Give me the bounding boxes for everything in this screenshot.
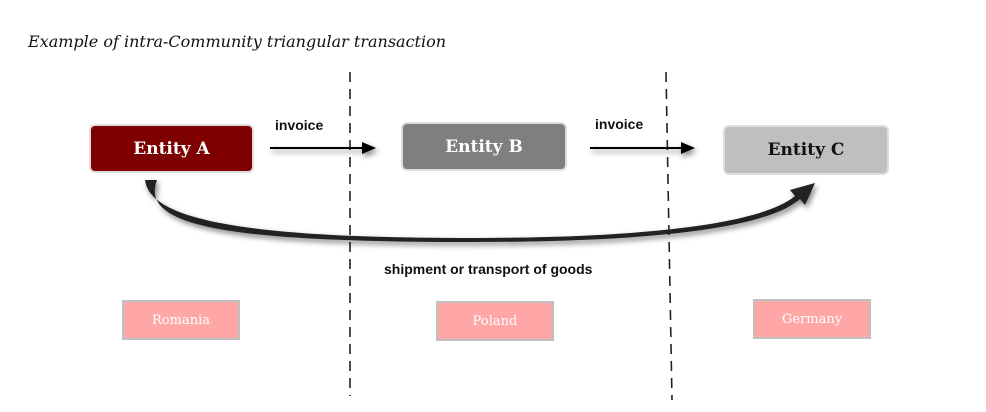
entity-a-box: Entity A: [89, 124, 254, 173]
entity-b-box: Entity B: [401, 122, 567, 171]
country-romania: Romania: [122, 300, 240, 340]
invoice-label-2: invoice: [595, 116, 644, 132]
invoice-label-1: invoice: [275, 117, 324, 133]
invoice-arrowhead-2: [681, 142, 695, 154]
entity-c-box: Entity C: [723, 125, 889, 175]
shipment-arrow: [145, 180, 815, 242]
invoice-arrowhead-1: [362, 142, 376, 154]
shipment-label: shipment or transport of goods: [384, 261, 593, 277]
country-poland: Poland: [436, 301, 554, 341]
country-germany: Germany: [753, 299, 871, 339]
diagram-title: Example of intra-Community triangular tr…: [28, 32, 447, 51]
border-divider-2: [665, 71, 673, 401]
